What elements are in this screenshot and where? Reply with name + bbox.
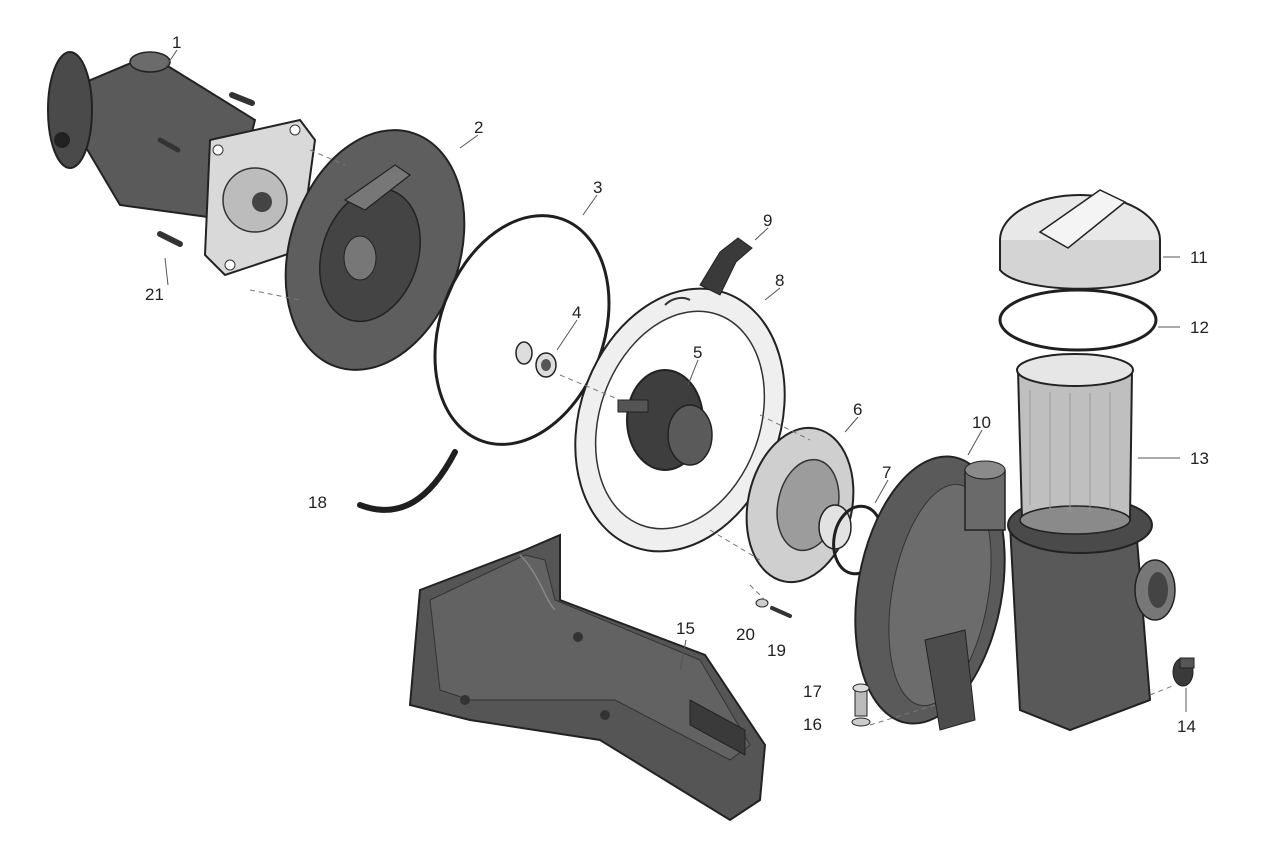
callouts: 1 2 3 4 5 6 7 8 9 10 11 12 13 14 15 16 1… xyxy=(145,33,1209,736)
callout-16: 16 xyxy=(803,715,822,734)
part-6-diffuser xyxy=(745,426,855,584)
part-4-shaft-seal xyxy=(515,341,557,378)
part-16-washer xyxy=(851,717,871,727)
callout-12: 12 xyxy=(1190,318,1209,337)
part-19-screw xyxy=(770,606,792,618)
callout-18: 18 xyxy=(308,493,327,512)
part-14-drain-plug xyxy=(1172,657,1195,687)
callout-3: 3 xyxy=(593,178,602,197)
callout-1: 1 xyxy=(172,33,181,52)
callout-5: 5 xyxy=(693,343,702,362)
callout-2: 2 xyxy=(474,118,483,137)
leader-lines xyxy=(164,49,1187,712)
part-10-pump-housing xyxy=(854,455,1176,732)
part-20-washer xyxy=(755,598,769,608)
callout-14: 14 xyxy=(1177,717,1196,736)
callout-8: 8 xyxy=(775,271,784,290)
part-15-base xyxy=(408,533,767,822)
callout-11: 11 xyxy=(1190,248,1208,267)
callout-21: 21 xyxy=(145,285,164,304)
callout-7: 7 xyxy=(882,463,891,482)
callout-10: 10 xyxy=(972,413,991,432)
callout-19: 19 xyxy=(767,641,786,660)
part-1-motor xyxy=(47,51,317,277)
callout-20: 20 xyxy=(736,625,755,644)
part-5-impeller xyxy=(617,369,713,471)
callout-9: 9 xyxy=(763,211,772,230)
part-17-bolt xyxy=(852,683,870,717)
part-9-connector xyxy=(664,237,753,306)
callout-6: 6 xyxy=(853,400,862,419)
part-13-strainer-basket xyxy=(1016,353,1134,535)
part-12-lid-o-ring xyxy=(998,288,1158,352)
callout-4: 4 xyxy=(572,303,581,322)
assembly-dashed-lines xyxy=(249,149,1176,726)
callout-13: 13 xyxy=(1190,449,1209,468)
callout-17: 17 xyxy=(803,682,822,701)
part-11-lid xyxy=(999,189,1161,290)
callout-15: 15 xyxy=(676,619,695,638)
part-18-gasket-strip xyxy=(357,449,458,513)
